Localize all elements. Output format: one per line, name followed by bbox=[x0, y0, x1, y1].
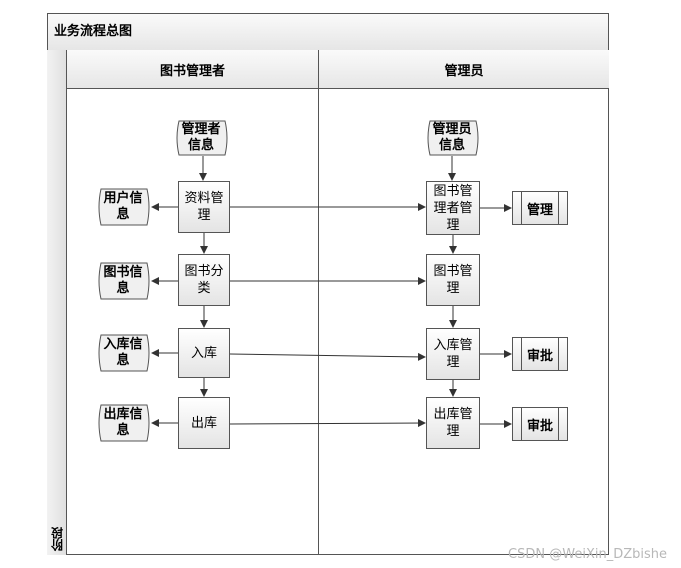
doc-shape bbox=[98, 188, 150, 226]
doc-shape bbox=[427, 120, 479, 156]
doc-admin-info: 管理员信息 bbox=[424, 120, 480, 156]
doc-manager-info: 管理者信息 bbox=[173, 120, 229, 156]
lane-header-book-manager: 图书管理者 bbox=[67, 50, 319, 89]
watermark: CSDN @WeiXin_DZbishe bbox=[508, 547, 667, 562]
diagram-title: 业务流程总图 bbox=[47, 13, 609, 51]
doc-stockin-info: 入库信息 bbox=[95, 334, 151, 372]
subprocess-approve-stockin: 审批 bbox=[512, 337, 568, 371]
doc-stockout-info-label: 出库信息 bbox=[103, 407, 143, 438]
phase-column bbox=[47, 50, 67, 555]
subprocess-manage: 管理 bbox=[512, 191, 568, 225]
doc-shape bbox=[98, 404, 150, 442]
phase-label: 阶段 bbox=[50, 527, 65, 551]
lane-divider bbox=[318, 50, 319, 555]
doc-shape bbox=[98, 262, 150, 300]
doc-shape bbox=[98, 334, 150, 372]
doc-user-info: 用户信息 bbox=[95, 188, 151, 226]
process-book-manager-management: 图书管理者管理 bbox=[426, 181, 480, 235]
process-data-management: 资料管理 bbox=[178, 181, 230, 233]
doc-user-info-label: 用户信息 bbox=[103, 191, 143, 222]
doc-manager-info-label: 管理者信息 bbox=[181, 122, 221, 153]
doc-stockin-info-label: 入库信息 bbox=[103, 337, 143, 368]
process-stockout-management: 出库管理 bbox=[426, 397, 480, 449]
subprocess-approve-stockout: 审批 bbox=[512, 407, 568, 441]
process-stock-in: 入库 bbox=[178, 328, 230, 378]
doc-book-info: 图书信息 bbox=[95, 262, 151, 300]
doc-admin-info-label: 管理员信息 bbox=[432, 122, 472, 153]
doc-book-info-label: 图书信息 bbox=[103, 265, 143, 296]
process-stock-out: 出库 bbox=[178, 397, 230, 449]
process-stockin-management: 入库管理 bbox=[426, 328, 480, 380]
lane-header-admin: 管理员 bbox=[319, 50, 609, 89]
doc-shape bbox=[176, 120, 228, 156]
doc-stockout-info: 出库信息 bbox=[95, 404, 151, 442]
process-book-management: 图书管理 bbox=[426, 254, 480, 306]
process-book-category: 图书分类 bbox=[178, 254, 230, 306]
